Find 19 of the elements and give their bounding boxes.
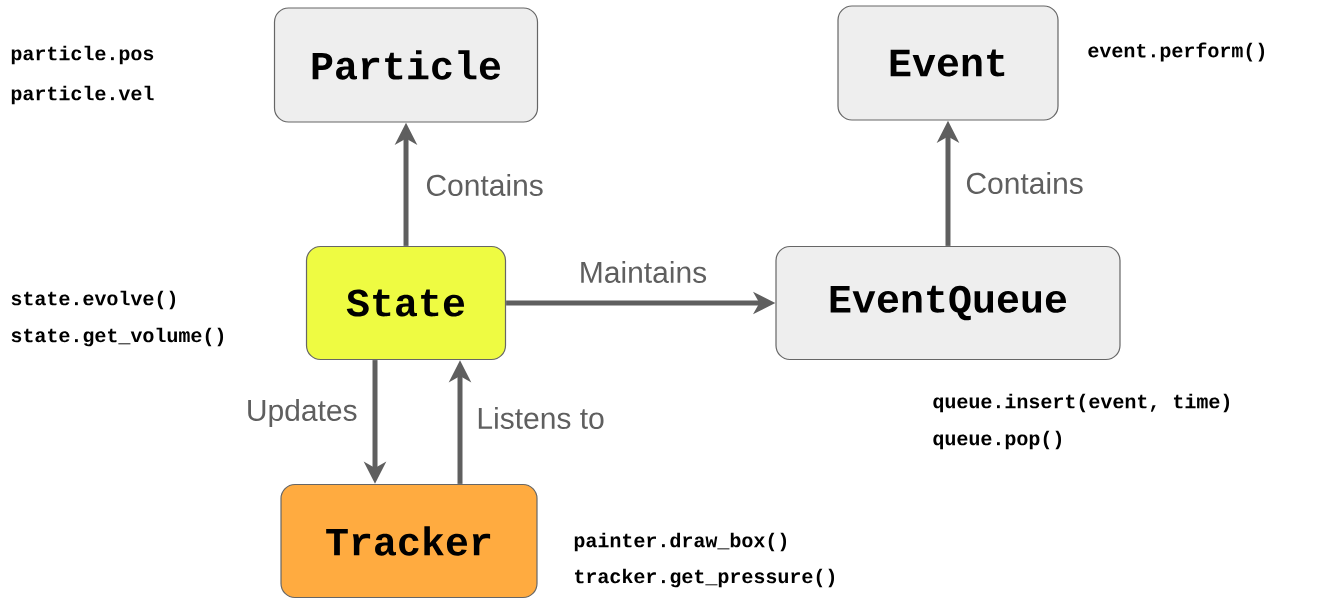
method-text: tracker.get_pressure(): [574, 568, 835, 588]
method-text: painter.draw_box(): [574, 532, 787, 552]
method-text: state.get_volume(): [11, 327, 224, 347]
edge-label: Listens to: [474, 405, 607, 431]
class-box: EventQueue: [775, 245, 1121, 361]
edge-label: Updates: [243, 397, 360, 429]
method-text: state.evolve(): [11, 290, 176, 310]
method-text: particle.pos: [11, 45, 154, 65]
edge-label: Contains: [423, 172, 546, 198]
class-box: Event: [837, 5, 1059, 121]
class-box: Particle: [273, 7, 539, 123]
method-text: queue.insert(event, time): [933, 393, 1230, 413]
class-box: Tracker: [280, 483, 538, 599]
class-box: State: [305, 245, 507, 361]
method-text: particle.vel: [11, 85, 154, 105]
edge-label: Maintains: [576, 259, 710, 285]
method-text: queue.pop(): [933, 430, 1062, 450]
method-text: event.perform(): [1088, 42, 1265, 62]
edge-label: Contains: [963, 170, 1086, 196]
